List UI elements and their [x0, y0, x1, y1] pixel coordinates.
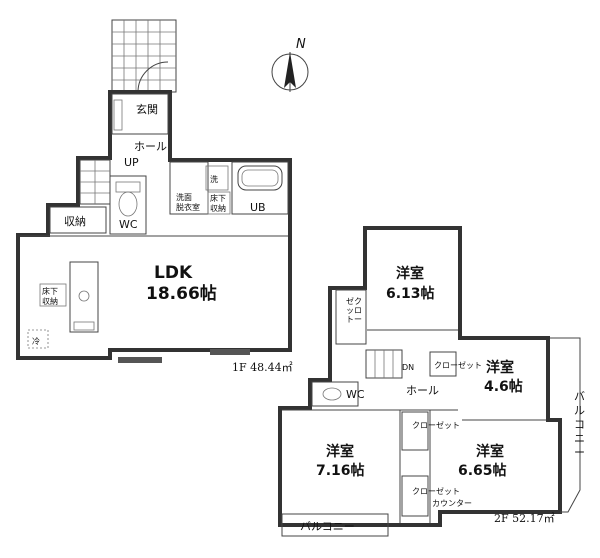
floor2-outer-wall — [278, 226, 562, 527]
kitchen-sink — [78, 290, 90, 302]
unit-bath-room — [231, 161, 289, 215]
stairs1-up-label: UP — [124, 156, 139, 169]
room-ne-name: 洋室 — [396, 265, 424, 282]
storage1-label: 収納 — [64, 215, 86, 228]
ldk-size: 18.66帖 — [146, 283, 217, 304]
room-se-size: 6.65帖 — [458, 462, 507, 479]
stairs-1f — [79, 159, 111, 205]
room-e-name: 洋室 — [486, 359, 514, 376]
hall1-label: ホール — [134, 140, 167, 153]
washing-machine-label: 洗 — [210, 174, 218, 184]
refrigerator-label: 冷 — [32, 336, 40, 346]
compass-arrow — [284, 52, 296, 88]
entrance-area — [111, 93, 169, 135]
counter-label: カウンター — [432, 499, 472, 508]
underfloor-storage-1 — [207, 191, 231, 215]
wc2-room — [311, 381, 359, 407]
entrance-label: 玄関 — [136, 102, 158, 116]
closet-ne-char-4: ッ — [346, 306, 354, 315]
closet-ne-char-3: ゼ — [346, 296, 354, 306]
washing-machine — [205, 165, 229, 191]
closet-ne — [335, 289, 367, 345]
room-e-size: 4.6帖 — [484, 378, 523, 395]
bathtub — [237, 165, 283, 191]
floor1-outer-wall — [16, 90, 292, 360]
balcony-east-char-1: ル — [574, 404, 585, 417]
closet-center-upper — [401, 411, 429, 451]
dressing-label-2: 脱衣室 — [176, 202, 200, 212]
room-sw-size: 7.16帖 — [316, 462, 365, 479]
floor-2: バ ル コ ニ ー バルコニー 洋室 6.13帖 ク ロ ー ゼ ッ ト DN … — [278, 226, 585, 537]
balcony-east-char-0: バ — [574, 390, 585, 403]
ub-label: UB — [250, 201, 266, 214]
wc1-toilet — [118, 191, 138, 217]
room-se-name: 洋室 — [476, 443, 504, 460]
underfloor1-label-1: 床下 — [210, 193, 226, 203]
closet-center-upper-label: クローゼット — [412, 420, 460, 430]
stairs2-dn-label: DN — [402, 363, 414, 372]
closet-ne-char-0: ク — [354, 297, 362, 306]
balcony-east-char-4: ー — [574, 446, 585, 459]
kitchen-underfloor-label-1: 床下 — [42, 286, 58, 296]
balcony-east-char-2: コ — [574, 418, 585, 431]
dressing-label-1: 洗面 — [176, 192, 192, 202]
floor2-area-label: 2F 52.17㎡ — [494, 512, 555, 525]
closet-ne-char-5: ト — [346, 315, 354, 324]
compass-north-label: N — [296, 37, 306, 52]
closet-ne-char-2: ー — [354, 315, 362, 324]
wc1-tank — [115, 181, 141, 193]
entrance-door-swing — [137, 61, 169, 93]
closet-hall-label: クローゼット — [434, 360, 482, 370]
room-ne-size: 6.13帖 — [386, 285, 435, 302]
hall2-label: ホール — [406, 384, 439, 397]
ldk-name: LDK — [154, 263, 193, 283]
wc1-room — [109, 175, 147, 235]
balcony-south-label: バルコニー — [300, 520, 355, 533]
wc2-toilet — [322, 387, 342, 401]
compass: N — [271, 37, 309, 92]
storage1-room — [49, 206, 107, 234]
floor-1: 玄関 ホール UP WC 収納 洗 洗面 脱衣室 床下 収納 UB — [16, 19, 293, 374]
dressing-room — [169, 161, 209, 215]
closet-center-lower-label: クローゼット — [412, 486, 460, 496]
closet-center-lower — [401, 475, 429, 517]
closet-ne-char-1: ロ — [354, 306, 362, 315]
stairs-2f — [365, 349, 403, 379]
room-sw-name: 洋室 — [326, 443, 354, 460]
kitchen-stove — [73, 321, 95, 331]
underfloor1-label-2: 収納 — [210, 203, 226, 213]
porch — [111, 19, 177, 93]
kitchen-counter — [69, 261, 99, 333]
wc2-label: WC — [346, 388, 365, 401]
balcony-east — [550, 337, 581, 513]
shoe-cabinet — [113, 99, 123, 131]
kitchen-underfloor-storage — [39, 283, 67, 307]
window-ldk-southeast — [210, 349, 250, 355]
floor1-area-label: 1F 48.44㎡ — [232, 361, 293, 374]
closet-hall — [429, 351, 457, 377]
window-ldk-south — [118, 357, 162, 363]
balcony-east-char-3: ニ — [574, 432, 585, 445]
balcony-south — [281, 513, 389, 537]
wc1-label: WC — [119, 218, 138, 231]
refrigerator-space — [27, 329, 49, 349]
kitchen-underfloor-label-2: 収納 — [42, 296, 58, 306]
